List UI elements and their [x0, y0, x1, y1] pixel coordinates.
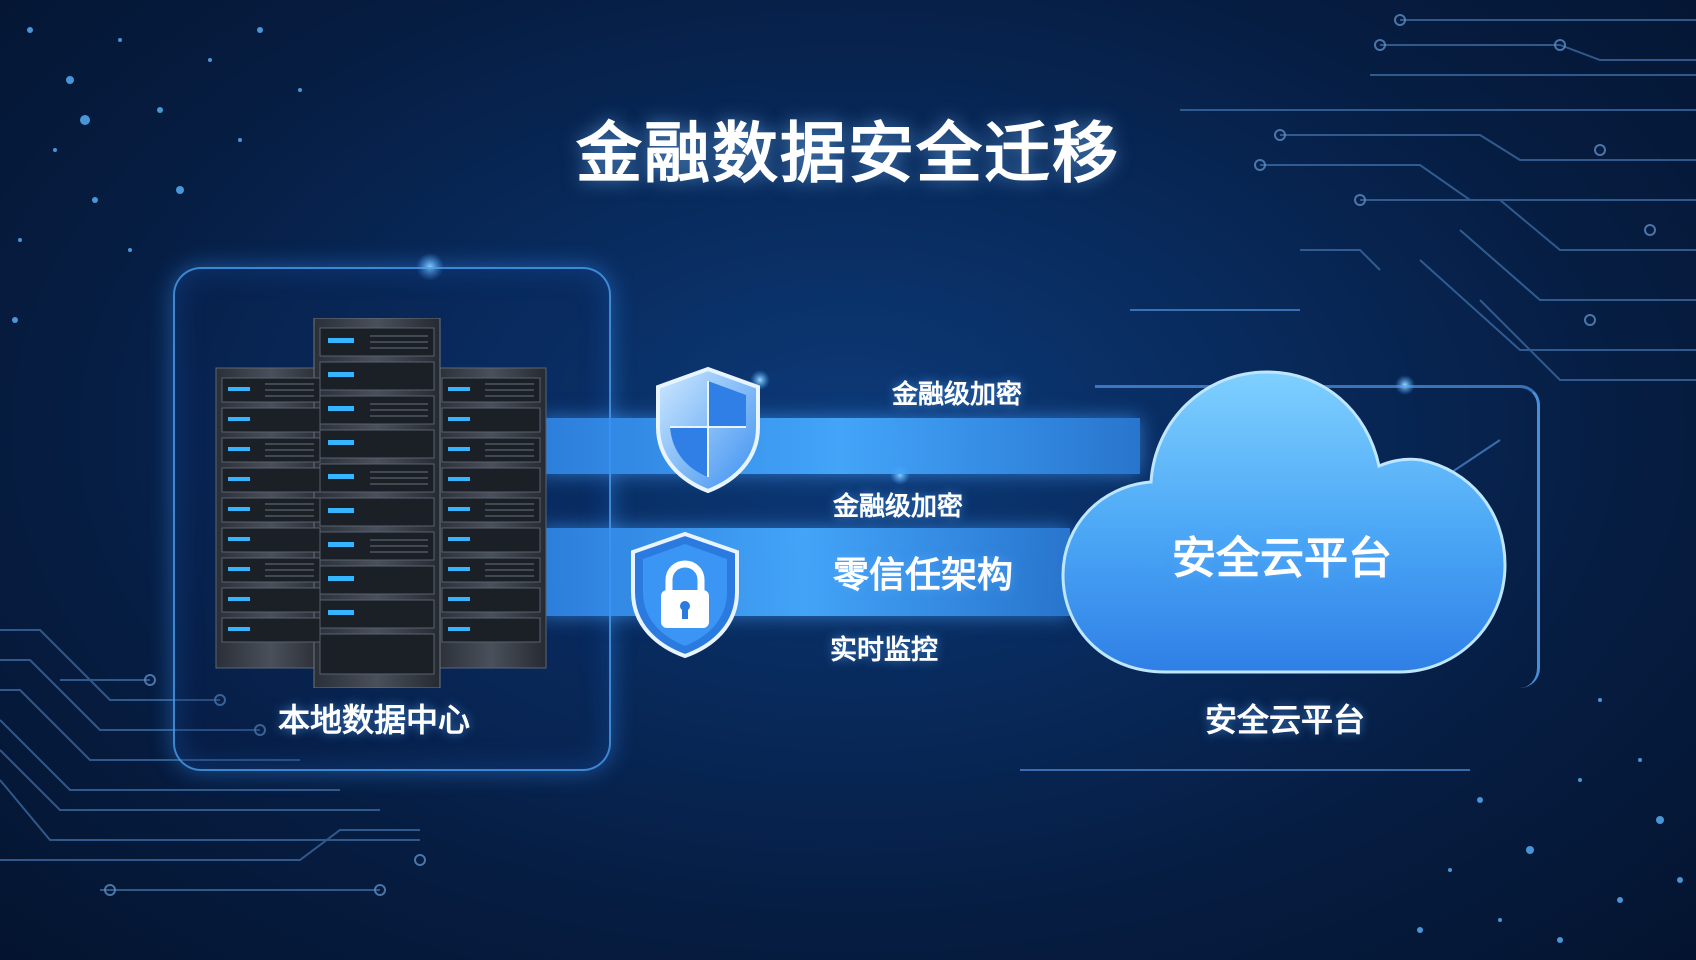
cloud-label: 安全云平台 — [1205, 701, 1366, 739]
cloud-icon — [1061, 370, 1507, 674]
cloud-title: 安全云平台 — [1172, 533, 1392, 584]
channel-band-top — [540, 418, 1140, 474]
monitoring-label: 实时监控 — [830, 635, 938, 666]
zero-trust-label: 零信任架构 — [833, 555, 1014, 596]
shield-icon — [656, 366, 760, 494]
lock-shield-icon — [631, 531, 739, 659]
encryption-label-mid: 金融级加密 — [833, 492, 964, 522]
encryption-label-top: 金融级加密 — [892, 380, 1023, 410]
server-rack-icon — [215, 318, 547, 688]
page-title: 金融数据安全迁移 — [576, 115, 1120, 192]
channel-band-bottom — [540, 528, 1070, 616]
datacenter-label: 本地数据中心 — [278, 701, 471, 739]
